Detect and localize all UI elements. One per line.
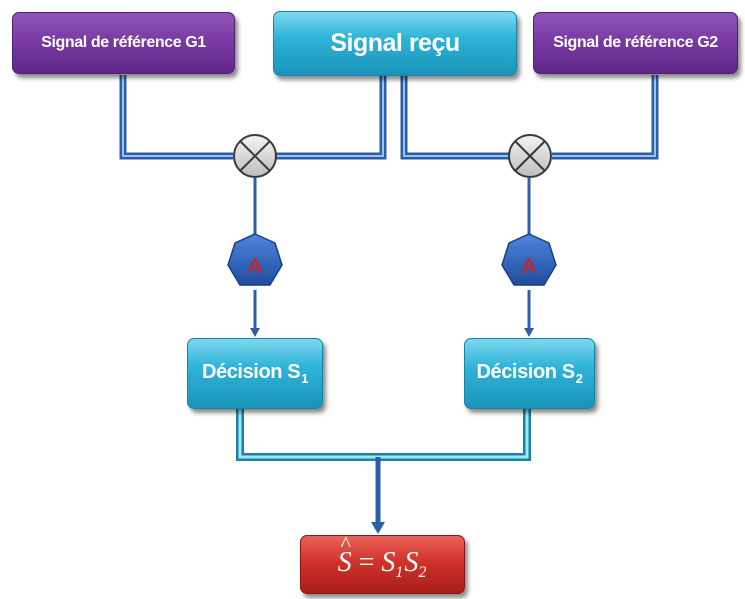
decision-s2-box: Décision S2 bbox=[464, 338, 595, 409]
left-input-connector bbox=[119, 75, 387, 160]
decision-combine-connector bbox=[236, 408, 531, 534]
received-signal-label: Signal reçu bbox=[330, 29, 460, 57]
right-vertical-links bbox=[524, 178, 534, 337]
left-amplifier-icon: A bbox=[227, 233, 283, 286]
reference-signal-g1-box: Signal de référence G1 bbox=[12, 12, 235, 74]
right-input-connector bbox=[400, 75, 659, 160]
reference-signal-g2-label: Signal de référence G2 bbox=[553, 34, 718, 51]
output-estimate-formula: S = S1S2 bbox=[338, 531, 428, 582]
right-amplifier-label: A bbox=[521, 255, 536, 278]
right-multiplier-icon bbox=[508, 134, 552, 178]
right-amplifier-icon: A bbox=[501, 233, 557, 286]
reference-signal-g1-label: Signal de référence G1 bbox=[41, 34, 206, 51]
left-vertical-links bbox=[250, 178, 260, 337]
left-multiplier-icon bbox=[233, 134, 277, 178]
received-signal-box: Signal reçu bbox=[273, 11, 517, 76]
left-amplifier-label: A bbox=[247, 255, 262, 278]
decision-s1-box: Décision S1 bbox=[187, 338, 323, 409]
decision-s2-label: Décision S2 bbox=[476, 361, 583, 386]
output-estimate-box: S = S1S2 bbox=[300, 531, 465, 594]
reference-signal-g2-box: Signal de référence G2 bbox=[533, 12, 738, 74]
decision-s1-label: Décision S1 bbox=[201, 361, 309, 386]
